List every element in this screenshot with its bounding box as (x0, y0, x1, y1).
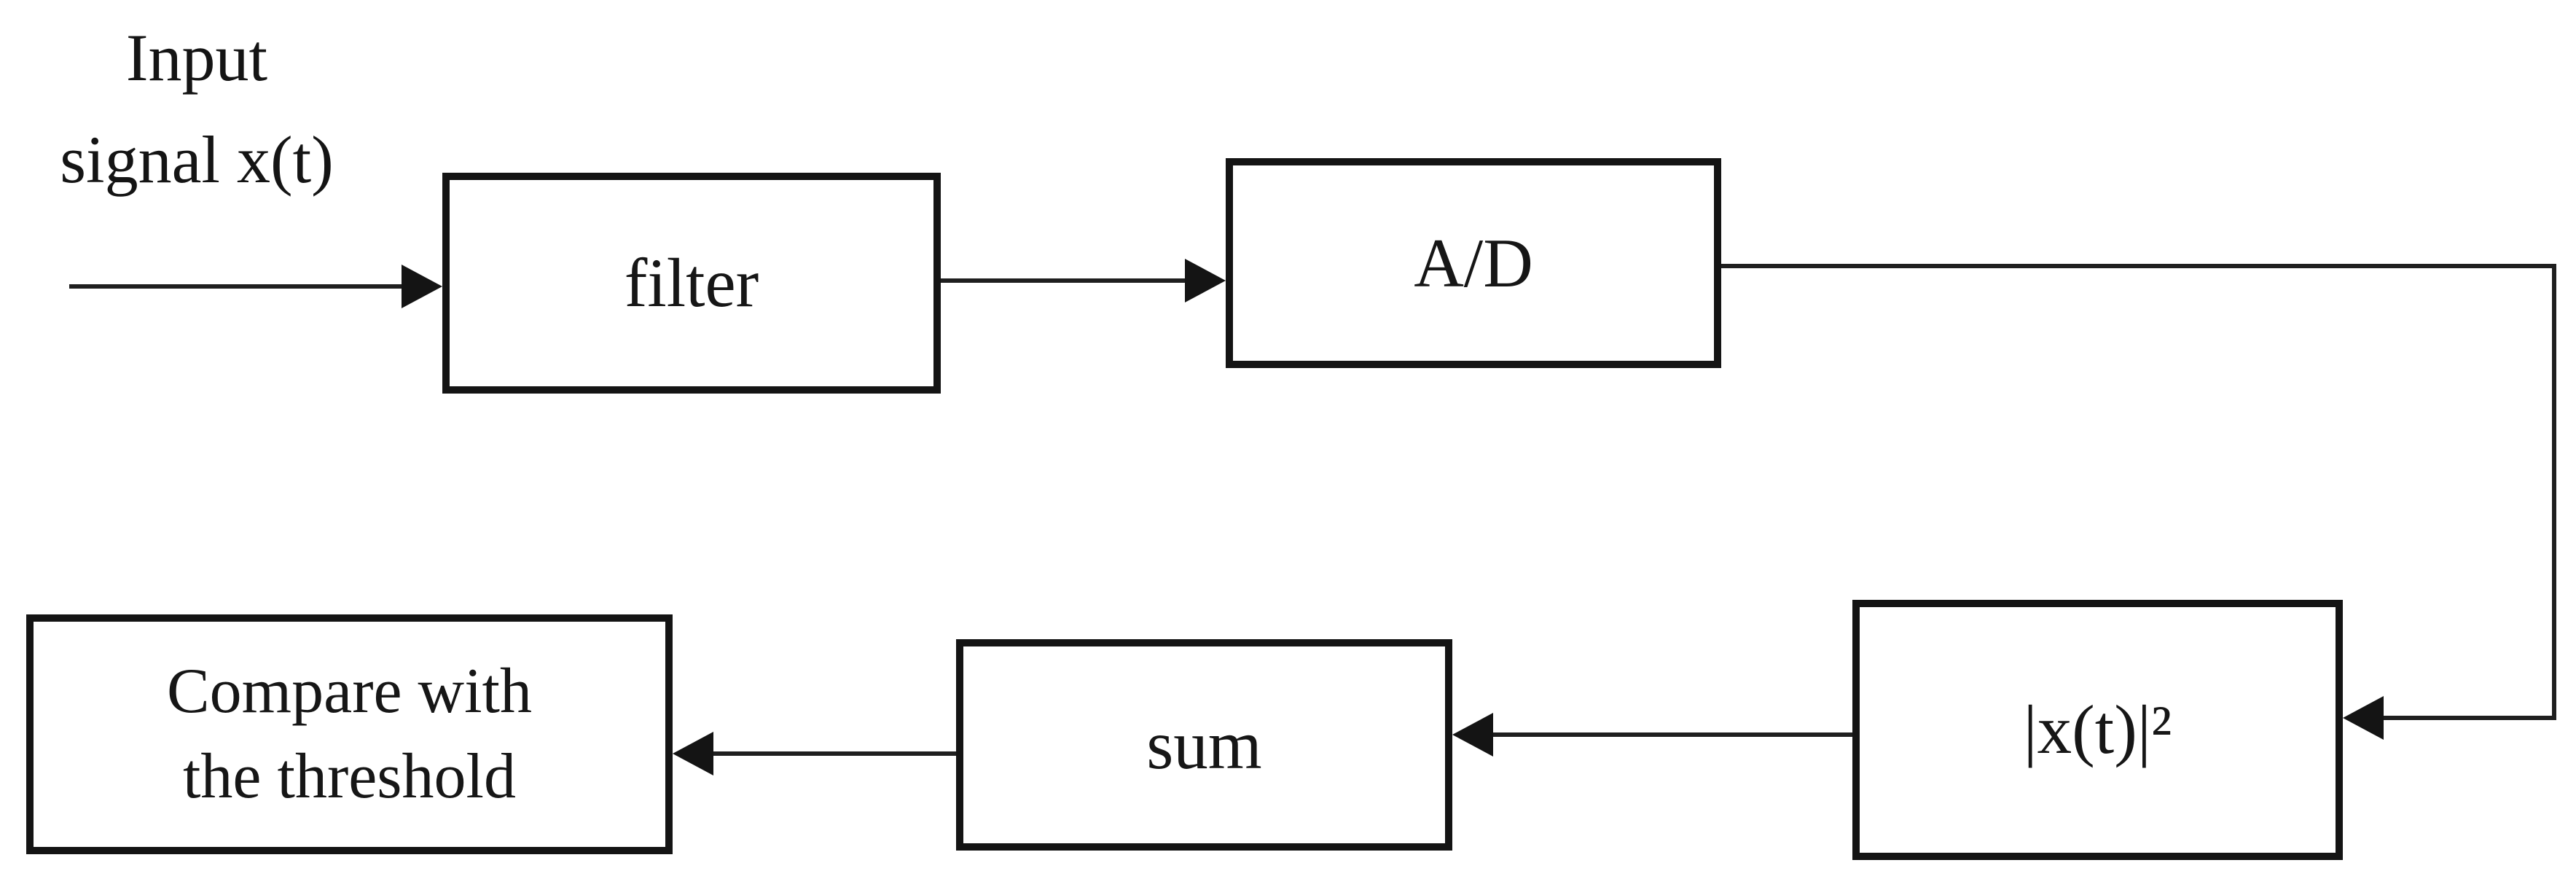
connector-filter-to-ad-line (941, 278, 1189, 283)
connector-sum-to-compare-line (713, 751, 956, 756)
connector-input-to-filter-line (69, 284, 405, 289)
block-compare-threshold-line1: Compare with (166, 656, 532, 727)
arrowhead-right-icon (402, 265, 442, 308)
block-magnitude-squared: |x(t)|² (1852, 600, 2343, 860)
block-compare-threshold-label: Compare with the threshold (167, 649, 532, 818)
block-ad-converter-label: A/D (1414, 224, 1533, 302)
block-sum: sum (956, 639, 1452, 851)
arrowhead-right-icon (1185, 259, 1226, 302)
block-compare-threshold-line2: the threshold (182, 741, 516, 812)
connector-square-to-sum-line (1492, 732, 1852, 737)
arrowhead-left-icon (673, 732, 713, 775)
arrowhead-left-icon (2343, 696, 2384, 740)
block-compare-threshold: Compare with the threshold (26, 614, 673, 854)
block-magnitude-squared-label: |x(t)|² (2023, 691, 2172, 769)
input-signal-label-line1: Input (125, 20, 268, 95)
arrowhead-left-icon (1452, 713, 1493, 757)
block-filter-label: filter (624, 244, 759, 322)
block-ad-converter: A/D (1226, 158, 1721, 368)
connector-ad-to-square-vertical-segment (2552, 264, 2556, 720)
input-signal-label: Input signal x(t) (22, 7, 372, 211)
connector-ad-to-square-bottom-segment (2381, 716, 2556, 720)
input-signal-label-line2: signal x(t) (60, 122, 334, 197)
block-sum-label: sum (1146, 706, 1262, 784)
connector-ad-to-square-top-segment (1721, 264, 2556, 268)
block-filter: filter (442, 173, 941, 394)
